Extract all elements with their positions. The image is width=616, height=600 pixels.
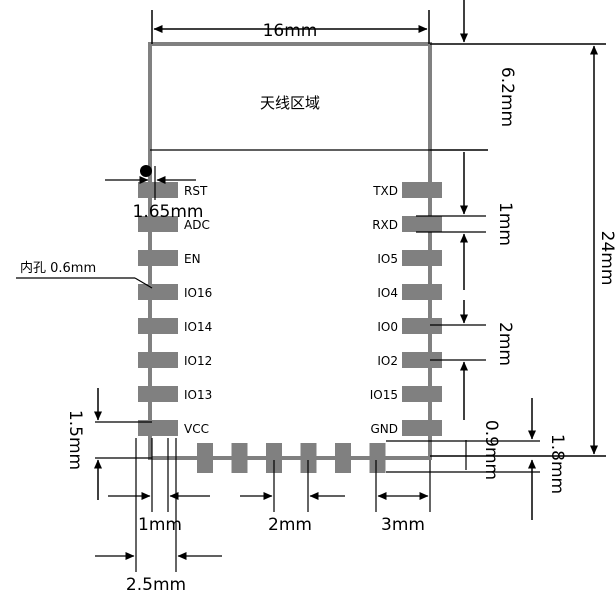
right-pad: [402, 318, 442, 334]
right-pin-label: IO0: [377, 320, 398, 334]
right-pin-label: IO4: [377, 286, 398, 300]
bottom-pad: [266, 443, 282, 473]
left-pad: [138, 318, 178, 334]
left-pad: [138, 420, 178, 436]
left-pin-label: IO13: [184, 388, 212, 402]
right-pin-label: IO15: [370, 388, 398, 402]
right-pad: [402, 386, 442, 402]
left-pin-label: VCC: [184, 422, 209, 436]
antenna-area-label: 天线区域: [260, 94, 320, 112]
dim-hole-label: 内孔 0.6mm: [20, 260, 96, 276]
dim-right-pin-spacing: 2mm: [430, 300, 515, 420]
right-pad: [402, 352, 442, 368]
left-pad: [138, 250, 178, 266]
left-pin-label: IO16: [184, 286, 212, 300]
left-pad: [138, 216, 178, 232]
dim-right-pin-spacing-label: 2mm: [495, 322, 515, 366]
left-pad: [138, 386, 178, 402]
dim-pad-height-bottom-label: 0.9mm: [481, 420, 501, 480]
bottom-pad: [369, 443, 386, 473]
dim-pad-height-left-label: 1.5mm: [65, 410, 85, 470]
dim-pad-height-bottom: 0.9mm: [386, 398, 540, 520]
dim-bottom-pad-width-label: 1mm: [138, 515, 182, 535]
dim-width-label: 16mm: [263, 21, 318, 41]
right-pin-label: IO2: [377, 354, 398, 368]
right-pad: [402, 182, 442, 198]
dim-bottom-pad-spacing-label: 2mm: [268, 515, 312, 535]
dim-pad-height-left: 1.5mm: [65, 388, 152, 500]
left-pin-label: EN: [184, 252, 201, 266]
bottom-pad: [231, 443, 248, 473]
right-pad: [402, 420, 442, 436]
bottom-pad: [197, 443, 213, 473]
dim-total-height-label: 24mm: [597, 231, 616, 286]
dim-bottom-left-offset: 2.5mm: [95, 438, 222, 595]
left-pin-label: IO14: [184, 320, 212, 334]
right-pin-label: GND: [370, 422, 398, 436]
right-pin-label: TXD: [372, 184, 398, 198]
left-pad: [138, 182, 178, 198]
dim-bottom-pad-spacing: 2mm: [240, 460, 345, 535]
left-pin-label: RST: [184, 184, 208, 198]
dim-pin-offset: 1.65mm: [105, 166, 203, 222]
dim-bottom-right-gap: 3mm: [375, 460, 431, 535]
dim-total-height: 24mm: [430, 45, 616, 457]
dim-width: 16mm: [151, 10, 430, 44]
dim-bottom-left-offset-label: 2.5mm: [126, 575, 186, 595]
left-pin-label: ADC: [184, 218, 210, 232]
dim-antenna-height-label: 6.2mm: [497, 67, 517, 127]
dim-bottom-offset: 1.8mm: [386, 434, 567, 494]
dim-hole: 内孔 0.6mm: [16, 260, 153, 289]
right-pad: [402, 284, 442, 300]
dim-right-pin-width-label: 1mm: [495, 202, 515, 246]
dim-antenna-height: 6.2mm: [430, 0, 606, 151]
bottom-pads: [197, 443, 386, 473]
dim-pin-offset-label: 1.65mm: [133, 202, 204, 222]
right-pin-label: IO5: [377, 252, 398, 266]
bottom-pad: [300, 443, 317, 473]
pin1-marker-dot: [140, 165, 152, 177]
left-pad: [138, 284, 178, 300]
dim-bottom-right-gap-label: 3mm: [381, 515, 425, 535]
bottom-pad: [335, 443, 351, 473]
right-pad: [402, 216, 442, 232]
dim-bottom-pad-width: 1mm: [108, 438, 210, 535]
dim-right-pin-width: 1mm: [416, 152, 515, 290]
right-pin-label: RXD: [372, 218, 398, 232]
left-pad: [138, 352, 178, 368]
right-pad: [402, 250, 442, 266]
dim-bottom-offset-label: 1.8mm: [547, 434, 567, 494]
left-pin-label: IO12: [184, 354, 212, 368]
